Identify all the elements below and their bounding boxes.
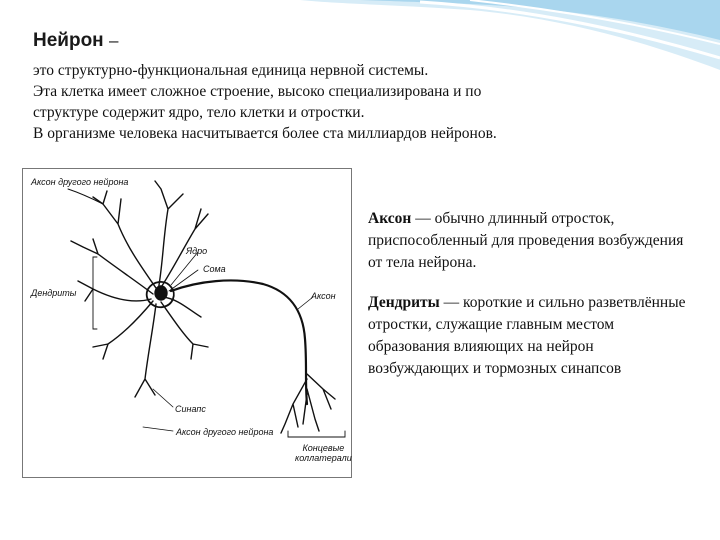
label-axon-other-top: Аксон другого нейрона bbox=[31, 177, 129, 187]
intro-line: это структурно-функциональная единица не… bbox=[33, 62, 429, 79]
intro-text: это структурно-функциональная единица не… bbox=[33, 60, 693, 144]
label-terminal-line1: Концевые bbox=[302, 443, 345, 453]
label-nucleus: Ядро bbox=[186, 246, 208, 256]
intro-line: Эта клетка имеет сложное строение, высок… bbox=[33, 83, 482, 100]
label-terminal-line2: коллатерали bbox=[295, 453, 352, 463]
dendrites-text: — короткие и сильно разветвлённые отрост… bbox=[368, 294, 686, 377]
label-terminal-collaterals: Концевые коллатерали bbox=[295, 443, 352, 463]
dendrites-definition: Дендриты — короткие и сильно разветвлённ… bbox=[368, 292, 698, 380]
axon-definition: Аксон — обычно длинный отросток, приспос… bbox=[368, 208, 698, 274]
intro-line: структуре содержит ядро, тело клетки и о… bbox=[33, 104, 365, 121]
label-axon: Аксон bbox=[311, 291, 336, 301]
axon-text: — обычно длинный отросток, приспособленн… bbox=[368, 210, 684, 271]
label-soma: Сома bbox=[203, 264, 226, 274]
label-axon-other-bottom: Аксон другого нейрона bbox=[176, 427, 274, 437]
axon-term: Аксон bbox=[368, 210, 412, 227]
nucleus-dot bbox=[154, 285, 168, 301]
neuron-diagram: Аксон другого нейрона Ядро Сома Дендриты… bbox=[22, 168, 352, 478]
title-text: Нейрон bbox=[33, 30, 104, 51]
label-synapse: Синапс bbox=[175, 404, 206, 414]
dendrites-term: Дендриты bbox=[368, 294, 440, 311]
title-dash: – bbox=[108, 31, 119, 50]
slide-title: Нейрон – bbox=[33, 30, 118, 52]
intro-line: В организме человека насчитывается более… bbox=[33, 125, 497, 142]
neuron-drawing bbox=[67, 180, 346, 438]
header-wave-decoration bbox=[300, 0, 720, 70]
label-dendrites: Дендриты bbox=[31, 288, 77, 298]
